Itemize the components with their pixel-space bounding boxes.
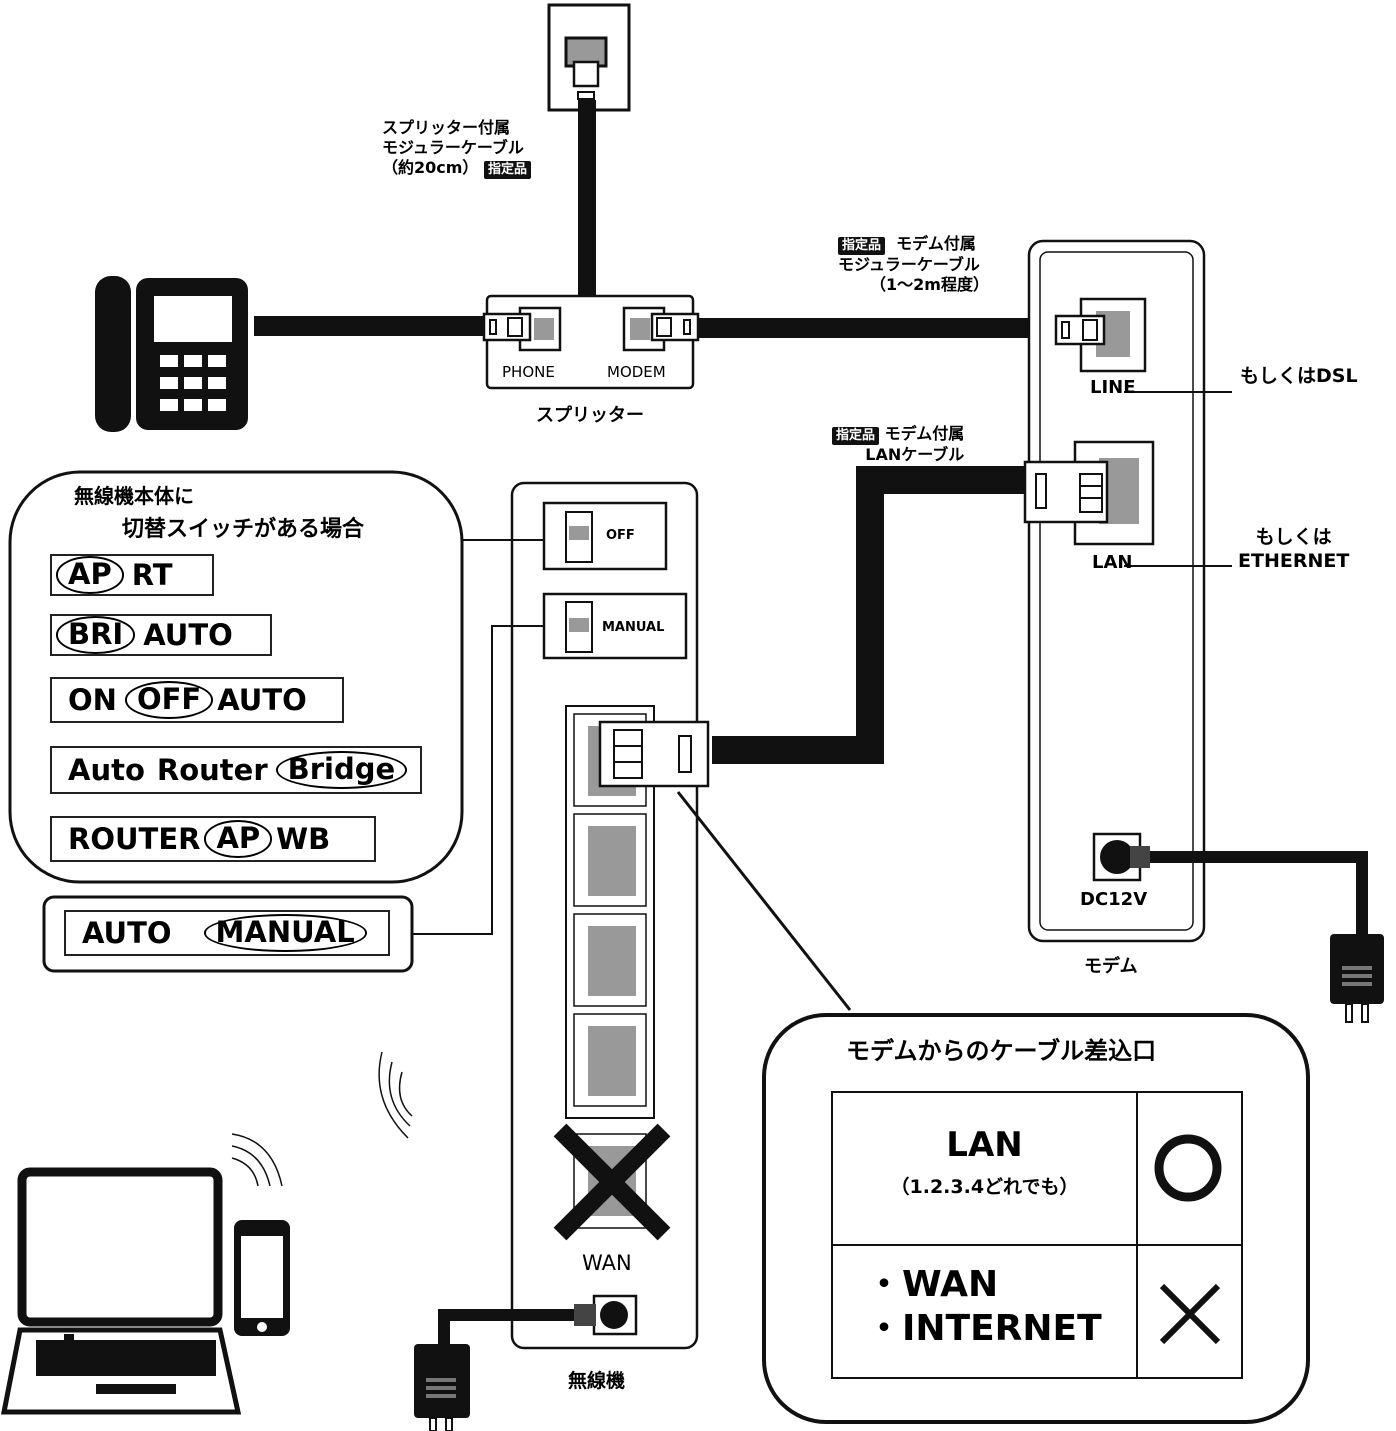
switch-option: AUTO bbox=[82, 916, 172, 950]
ok-circle-icon bbox=[1154, 1134, 1222, 1202]
splitter-name: スプリッター bbox=[536, 405, 644, 426]
phone-cable bbox=[254, 316, 486, 336]
switch-panel-title-line1: 無線機本体に bbox=[74, 484, 194, 508]
port-table-title: モデムからのケーブル差込口 bbox=[846, 1037, 1157, 1065]
smartphone-icon bbox=[234, 1220, 290, 1336]
splitter-cable-line1: スプリッター付属 bbox=[382, 118, 511, 137]
modem-cable-badge: 指定品 bbox=[838, 237, 886, 256]
router-wan-label: WAN bbox=[582, 1251, 632, 1275]
modem-cable-line2: モジュラーケーブル bbox=[838, 255, 980, 275]
splitter-cable-line3: （約20cm） bbox=[382, 158, 479, 177]
switch-option: Router bbox=[156, 753, 268, 787]
port-table-row2-line1: ・WAN bbox=[866, 1264, 999, 1305]
switch-option: ON bbox=[68, 683, 117, 717]
switch-option: WB bbox=[276, 822, 331, 856]
router-switch1-label: OFF bbox=[606, 528, 635, 543]
router-power-plug-icon bbox=[414, 1344, 470, 1431]
modem-cable-line3: （1～2m程度） bbox=[870, 275, 989, 295]
switch-panel-title-line2: 切替スイッチがある場合 bbox=[122, 517, 365, 542]
modem-name: モデム bbox=[1084, 956, 1138, 977]
jack-cable bbox=[578, 100, 596, 298]
switch-option-selected: OFF bbox=[124, 681, 214, 719]
port-table-row1-sub: （1.2.3.4どれでも） bbox=[890, 1176, 1079, 1198]
lan-cable-title: モデム付属 bbox=[884, 424, 965, 443]
switch-option: RT bbox=[131, 558, 173, 592]
router-name: 無線機 bbox=[568, 1370, 626, 1392]
port-table-row1-label: LAN bbox=[946, 1125, 1023, 1165]
switch-row-ap-rt: AP RT bbox=[50, 554, 214, 596]
splitter-cable-badge: 指定品 bbox=[484, 161, 532, 180]
lan-plug-icon bbox=[598, 720, 710, 788]
modem-lan-alt-line2: ETHERNET bbox=[1238, 549, 1350, 572]
telephone-icon bbox=[95, 276, 248, 432]
switch-row-bri-auto: BRI AUTO bbox=[50, 614, 272, 656]
modem-line-cable bbox=[698, 318, 1058, 338]
router-device bbox=[510, 481, 699, 1350]
switch-option-selected: BRI bbox=[56, 616, 136, 654]
switch-row-auto-manual: AUTO MANUAL bbox=[64, 910, 390, 956]
router-switch2-label: MANUAL bbox=[602, 620, 665, 635]
splitter-phone-port-label: PHONE bbox=[502, 363, 555, 381]
switch-option: Auto bbox=[68, 753, 145, 787]
modem-power-plug-icon bbox=[1330, 934, 1384, 1023]
lan-cable-line2: LANケーブル bbox=[865, 445, 965, 465]
modem-lan-port-label: LAN bbox=[1092, 552, 1133, 573]
switch-option-selected: Bridge bbox=[275, 751, 408, 789]
splitter-modem-port-label: MODEM bbox=[607, 363, 666, 381]
modem-cable-title: モデム付属 bbox=[896, 234, 976, 253]
switch-option: ROUTER bbox=[68, 822, 201, 856]
modem-line-port-label: LINE bbox=[1090, 377, 1136, 398]
switch-row-on-off-auto: ON OFF AUTO bbox=[50, 677, 344, 723]
wall-jack-icon bbox=[547, 3, 631, 112]
modem-line-alt-label: もしくはDSL bbox=[1240, 365, 1358, 387]
modem-cable-label: 指定品 モデム付属 モジュラーケーブル （1～2m程度） bbox=[838, 234, 989, 295]
switch-option: AUTO bbox=[143, 618, 233, 652]
modem-lan-alt-label: もしくは ETHERNET bbox=[1238, 526, 1349, 574]
lan-cable-badge: 指定品 bbox=[832, 427, 880, 446]
splitter-device bbox=[482, 294, 700, 390]
wifi-signal-icon bbox=[231, 1051, 413, 1187]
splitter-cable-line2: モジュラーケーブル bbox=[382, 138, 524, 157]
modem-power-port-label: DC12V bbox=[1080, 889, 1148, 910]
ng-cross-icon bbox=[1159, 1283, 1221, 1345]
laptop-icon bbox=[0, 1167, 242, 1415]
switch-row-router-ap-wb: ROUTER AP WB bbox=[50, 816, 376, 862]
splitter-cable-label: スプリッター付属 モジュラーケーブル （約20cm） 指定品 bbox=[382, 118, 532, 180]
switch-option-selected: AP bbox=[204, 820, 273, 858]
switch-option-selected: MANUAL bbox=[203, 914, 367, 952]
port-table-row2-line2: ・INTERNET bbox=[866, 1308, 1102, 1349]
lan-cable-label: 指定品 モデム付属 LANケーブル bbox=[832, 424, 964, 465]
modem-device bbox=[1023, 239, 1206, 943]
modem-lan-alt-line1: もしくは bbox=[1255, 526, 1332, 548]
switch-option: AUTO bbox=[217, 683, 307, 717]
switch-row-auto-router-bridge: Auto Router Bridge bbox=[50, 746, 422, 794]
switch-option-selected: AP bbox=[56, 556, 124, 594]
